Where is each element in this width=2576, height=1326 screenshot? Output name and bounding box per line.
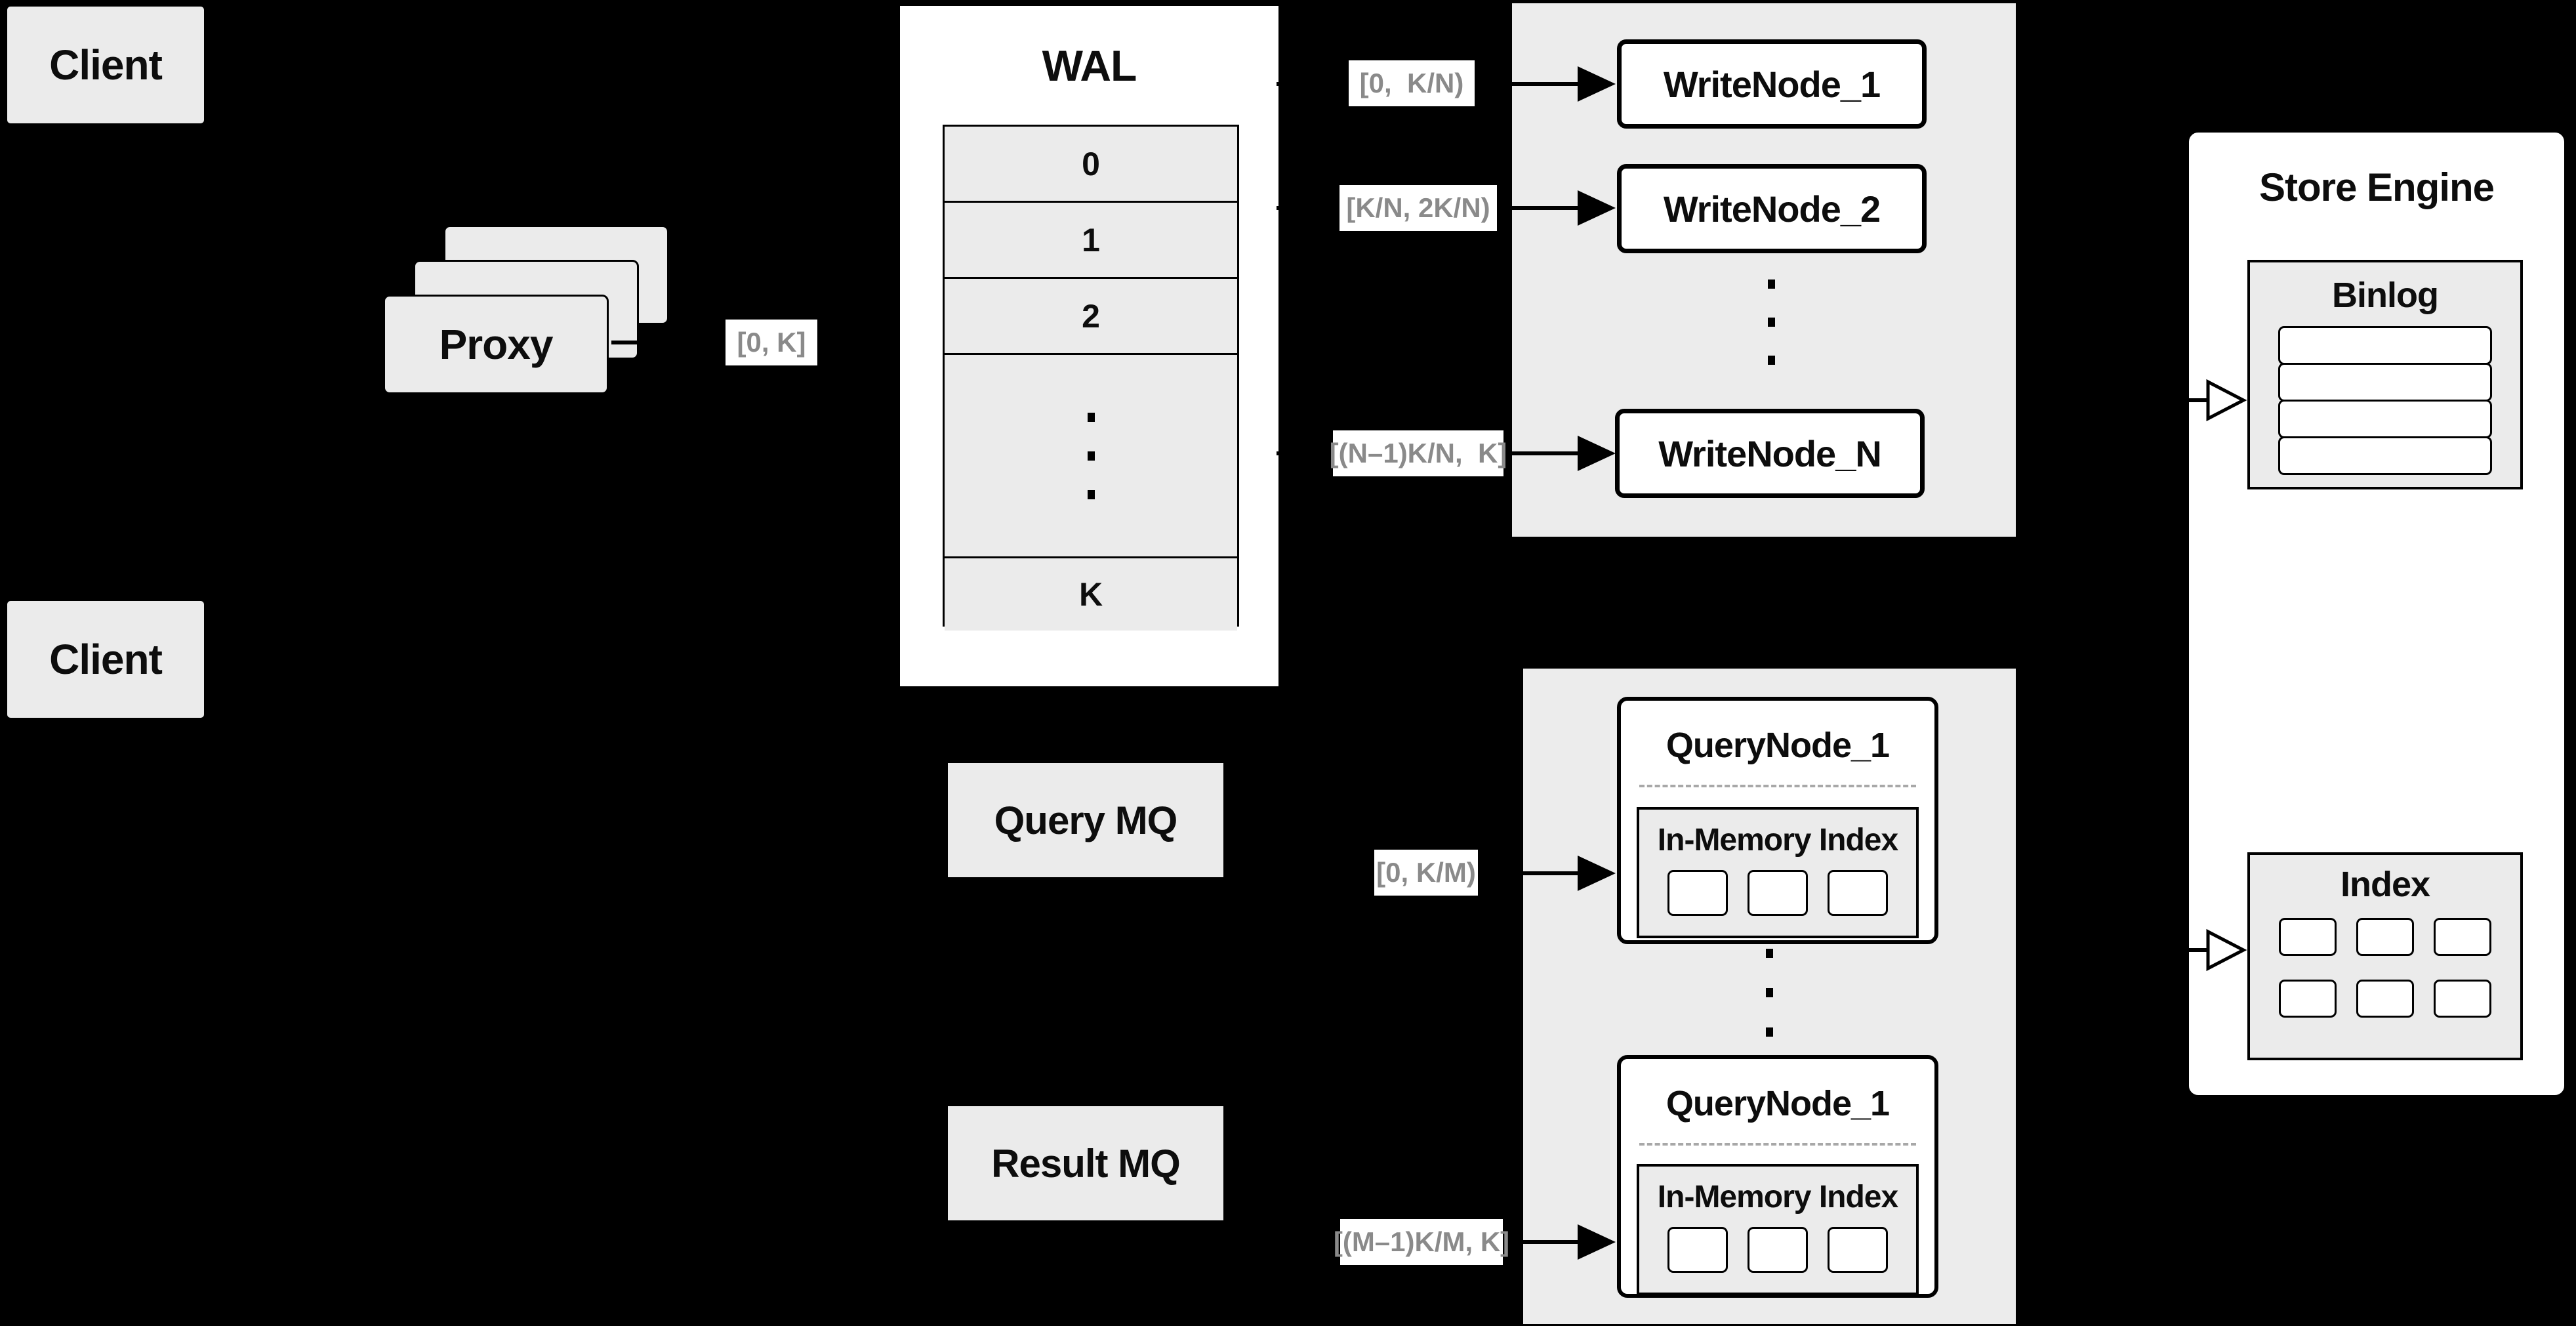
wal-row: 2 [945, 279, 1237, 355]
memory-segment [1828, 1227, 1888, 1273]
binlog-box: Binlog [2247, 260, 2523, 489]
range-label-query-m: [(M–1)K/M, K] [1334, 1219, 1509, 1265]
write-node-2: WriteNode_2 [1617, 164, 1927, 253]
index-box: Index [2247, 852, 2523, 1060]
memory-segment [1748, 870, 1808, 916]
query-mq-box: Query MQ [946, 761, 1225, 879]
wal-row: 0 [945, 127, 1237, 203]
wal-row-ellipsis [945, 355, 1237, 558]
dashed-separator [1639, 1143, 1916, 1146]
index-segment [2356, 980, 2414, 1018]
range-label-write-2: [K/N, 2K/N) [1339, 185, 1497, 231]
client-box-top: Client [5, 5, 206, 125]
in-memory-index-box: In-Memory Index [1637, 807, 1919, 938]
query-node-title: QueryNode_1 [1666, 726, 1890, 765]
index-segment [2356, 918, 2414, 956]
index-segment [2279, 918, 2337, 956]
vertical-ellipsis-icon [1766, 949, 1773, 1037]
vertical-ellipsis-icon [1087, 412, 1095, 499]
index-segments [2250, 914, 2520, 1018]
index-segment [2279, 980, 2337, 1018]
index-segment [2434, 980, 2491, 1018]
binlog-segment [2278, 400, 2492, 438]
store-engine-title: Store Engine [2259, 165, 2495, 209]
memory-segment [1828, 870, 1888, 916]
binlog-segment [2278, 436, 2492, 475]
binlog-title: Binlog [2332, 276, 2439, 315]
client-label: Client [49, 636, 163, 683]
memory-segment [1748, 1227, 1808, 1273]
write-node-1: WriteNode_1 [1617, 39, 1927, 129]
index-title: Index [2340, 865, 2430, 904]
wal-log-table: 0 1 2 K [943, 125, 1239, 631]
vertical-ellipsis-icon [1768, 280, 1775, 365]
query-node-title: QueryNode_1 [1666, 1084, 1890, 1123]
query-node-2: QueryNode_1 In-Memory Index [1617, 1055, 1938, 1298]
binlog-segment [2278, 326, 2492, 365]
memory-segments [1639, 1227, 1916, 1273]
in-memory-index-box: In-Memory Index [1637, 1164, 1919, 1295]
client-label: Client [49, 41, 163, 89]
wal-row: 1 [945, 203, 1237, 279]
range-label-write-1: [0, K/N) [1349, 60, 1475, 106]
memory-segment [1667, 870, 1728, 916]
memory-segments [1639, 870, 1916, 916]
in-memory-index-title: In-Memory Index [1657, 822, 1898, 858]
in-memory-index-title: In-Memory Index [1657, 1179, 1898, 1214]
result-mq-box: Result MQ [946, 1104, 1225, 1222]
client-box-bottom: Client [5, 599, 206, 720]
index-segment [2434, 918, 2491, 956]
wal-row: K [945, 558, 1237, 631]
proxy-label: Proxy [439, 321, 554, 368]
dashed-separator [1639, 785, 1916, 787]
memory-segment [1667, 1227, 1728, 1273]
proxy-card-front: Proxy [383, 295, 609, 394]
binlog-segments [2250, 326, 2520, 475]
binlog-segment [2278, 363, 2492, 402]
query-node-1: QueryNode_1 In-Memory Index [1617, 697, 1938, 944]
range-label-query-1: [0, K/M) [1374, 850, 1478, 896]
range-label-write-n: [(N–1)K/N, K] [1330, 430, 1507, 476]
range-label-proxy: [0, K] [726, 320, 817, 365]
write-node-n: WriteNode_N [1615, 409, 1925, 498]
wal-title: WAL [1042, 41, 1137, 90]
